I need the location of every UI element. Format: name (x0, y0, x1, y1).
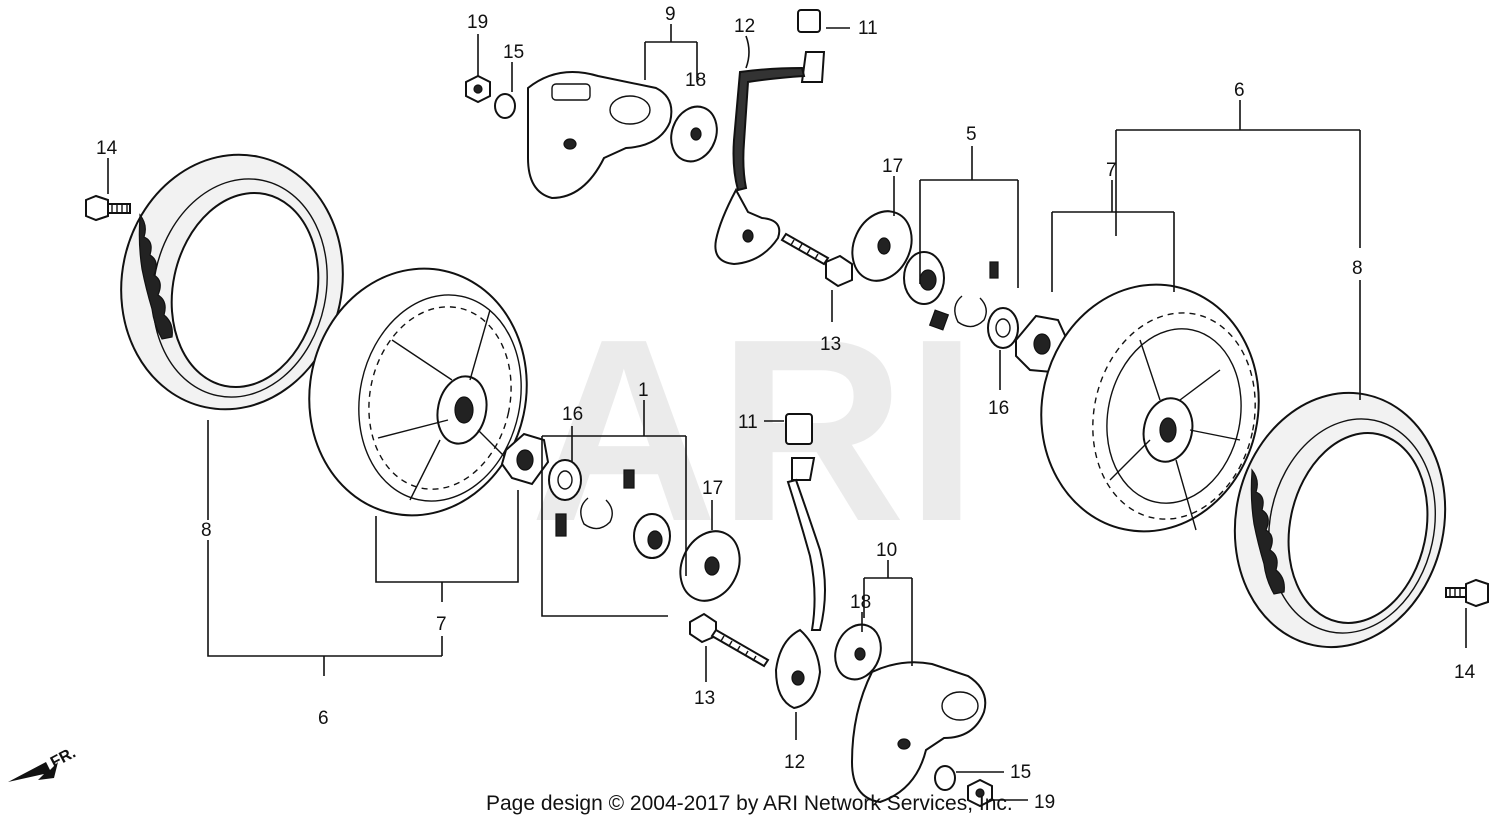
callout-6-right: 6 (1234, 80, 1245, 101)
callout-19-top: 19 (467, 12, 488, 33)
callout-5: 5 (966, 124, 977, 145)
collar-18-top (670, 105, 718, 163)
leader-lines (107, 24, 1467, 801)
washer-15-bottom (934, 765, 956, 791)
washer-15-top (494, 93, 516, 119)
callout-15-bottom: 15 (1010, 762, 1031, 783)
thrust-washer-right (851, 210, 913, 282)
callout-18-bottom: 18 (850, 592, 871, 613)
callout-13-bottom: 13 (694, 688, 715, 709)
front-direction-label: FR. (48, 744, 79, 771)
tire-left (120, 153, 344, 411)
watermark-text: ARI (530, 286, 978, 576)
lever-arm-bottom (774, 413, 826, 710)
callout-12-top: 12 (734, 16, 755, 37)
collar-18-bottom (834, 623, 882, 681)
bearing-set-right (903, 251, 999, 331)
callout-11-top: 11 (858, 18, 878, 39)
rim-right (1040, 283, 1260, 533)
callout-7-right: 7 (1106, 160, 1117, 181)
hub-nut-left (500, 432, 550, 486)
bolt-left (85, 194, 131, 222)
bracket-9 (526, 71, 673, 200)
callout-8-right: 8 (1352, 258, 1363, 279)
callout-13-top: 13 (820, 334, 841, 355)
callout-12-bottom: 12 (784, 752, 805, 773)
bolt-13-upper (780, 232, 853, 288)
bolt-13-lower (689, 612, 770, 668)
callout-labels: 19 15 9 18 12 11 14 17 5 13 16 6 7 8 14 … (96, 4, 1476, 813)
copyright-footer: Page design © 2004-2017 by ARI Network S… (486, 792, 1013, 815)
washer-left (548, 459, 582, 501)
thrust-washer-left (679, 530, 741, 602)
nut-19-top (465, 74, 491, 104)
callout-16-right: 16 (988, 398, 1009, 419)
callout-18-top: 18 (685, 70, 706, 91)
washer-right (987, 307, 1019, 349)
lever-arm-top (714, 9, 826, 266)
callout-1: 1 (638, 380, 649, 401)
callout-7-left: 7 (436, 614, 447, 635)
callout-9: 9 (665, 4, 676, 25)
callout-14-right: 14 (1454, 662, 1476, 683)
callout-10: 10 (876, 540, 897, 561)
callout-17-left: 17 (702, 478, 723, 499)
callout-6-left: 6 (318, 708, 329, 729)
nut-19-bottom (967, 778, 993, 808)
callout-16-left: 16 (562, 404, 583, 425)
callout-8-left: 8 (201, 520, 212, 541)
rim-left (308, 267, 528, 517)
tire-right (1233, 391, 1447, 649)
callout-15-top: 15 (503, 42, 524, 63)
callout-14-left: 14 (96, 138, 118, 159)
bolt-right (1445, 578, 1489, 608)
front-direction-arrow: FR. (8, 744, 79, 782)
bracket-10 (850, 661, 987, 804)
callout-19-bottom: 19 (1034, 792, 1055, 813)
callout-11-mid: 11 (738, 412, 758, 433)
bearing-set-left (555, 469, 671, 559)
callout-17-right: 17 (882, 156, 903, 177)
